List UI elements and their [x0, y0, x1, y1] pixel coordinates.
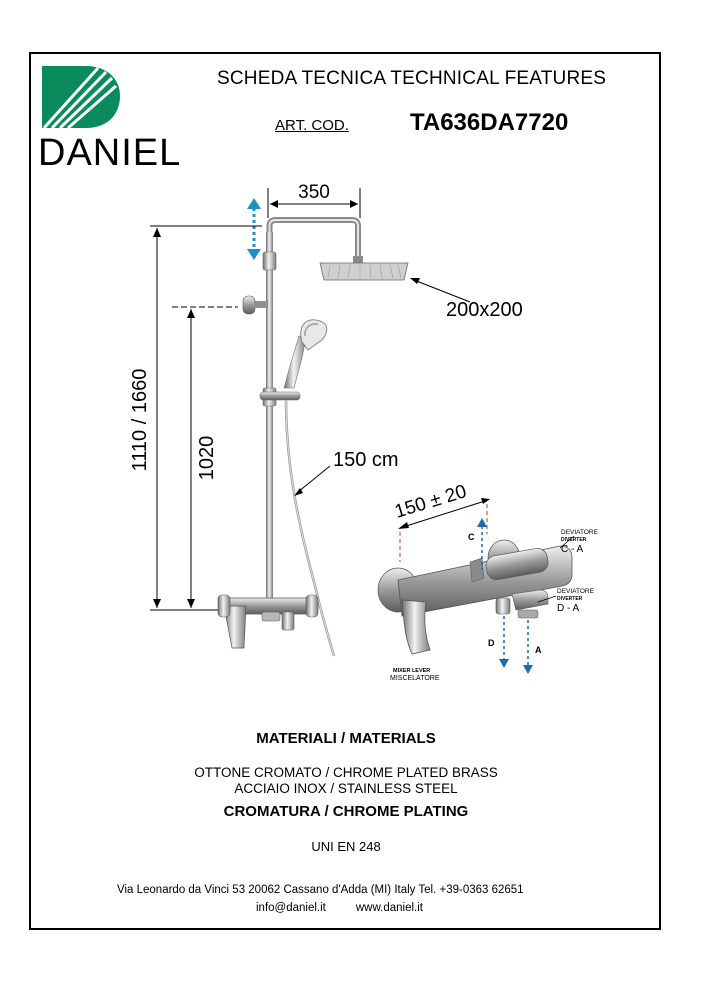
page-border [29, 52, 661, 930]
mixer-spacing-label: 150 ± 20 [392, 481, 469, 523]
brand-name: DANIEL [38, 132, 182, 174]
height-adjust-arrow-icon [247, 198, 261, 260]
hose-length-label: 150 cm [333, 449, 399, 471]
hose-length-leader: 150 cm [294, 449, 399, 496]
bar-height-label: 1020 [196, 436, 218, 481]
total-height-dimension: 1110 / 1660 [129, 225, 262, 611]
hand-shower [283, 319, 328, 389]
mixer-spacing-dimension: 150 ± 20 [392, 481, 490, 562]
email-link[interactable]: info@daniel.it [256, 902, 326, 914]
outlet-a-label: A [535, 645, 542, 655]
diverter-da-english: DIVERTER [557, 596, 583, 602]
company-contacts: info@daniel.it www.daniel.it [256, 902, 423, 914]
shower-column [242, 217, 361, 602]
mixer-lever-english: MIXER LEVER [393, 668, 430, 674]
total-height-label: 1110 / 1660 [129, 369, 151, 472]
plating-title: CROMATURA / CHROME PLATING [223, 803, 469, 820]
technical-drawing: 350 1110 / 1660 1020 [129, 182, 599, 682]
page-title: SCHEDA TECNICA TECHNICAL FEATURES [217, 68, 607, 89]
diverter-ca-code: C - A [561, 544, 584, 555]
article-code-label: ART. COD. [275, 117, 349, 134]
width-dimension: 350 [267, 182, 361, 218]
website-link[interactable]: www.daniel.it [355, 902, 423, 914]
column-bath-mixer [217, 594, 319, 649]
article-code: TA636DA7720 [410, 109, 569, 136]
diverter-ca-italian: DEVIATORE [561, 529, 599, 536]
outlet-c-label: C [468, 532, 475, 542]
material-line-1: OTTONE CROMATO / CHROME PLATED BRASS [194, 765, 498, 780]
materials-title: MATERIALI / MATERIALS [256, 730, 436, 747]
outlet-d-label: D [488, 638, 495, 648]
head-size-leader: 200x200 [410, 278, 523, 321]
mixer-detail: 150 ± 20 C D A DEVIATORE DIVERTER C - A [377, 481, 599, 682]
standard-norm: UNI EN 248 [311, 839, 381, 854]
company-address: Via Leonardo da Vinci 53 20062 Cassano d… [117, 884, 524, 896]
width-label: 350 [298, 182, 330, 203]
daniel-swoosh-logo-icon [42, 66, 120, 130]
diverter-da-italian: DEVIATORE [557, 588, 595, 595]
overhead-shower-head [319, 256, 409, 281]
head-size-label: 200x200 [446, 299, 523, 321]
diverter-da-code: D - A [557, 603, 580, 614]
material-line-2: ACCIAIO INOX / STAINLESS STEEL [234, 781, 458, 796]
mixer-lever-italian: MISCELATORE [390, 675, 440, 682]
diverter-ca-english: DIVERTER [561, 537, 587, 543]
bar-height-dimension: 1020 [172, 306, 238, 611]
